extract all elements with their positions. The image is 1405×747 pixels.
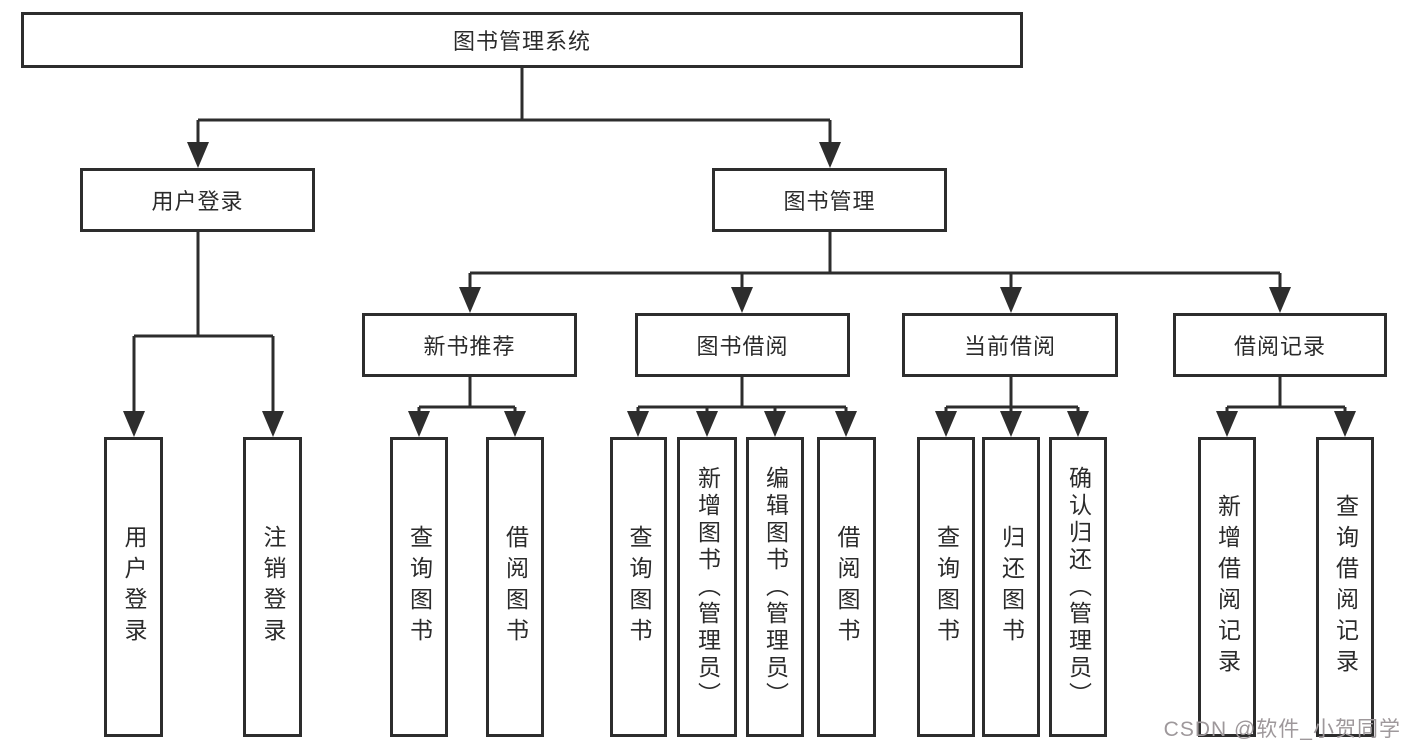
leaf-query-books-borrowing: 查询图书: [610, 437, 667, 737]
node-new-book-recommend-label: 新书推荐: [423, 334, 516, 359]
leaf-add-borrow-record: 新增借阅记录: [1198, 437, 1256, 737]
leaf-borrow-books: 借阅图书: [817, 437, 876, 737]
node-current-borrowing-label: 当前借阅: [963, 334, 1056, 359]
node-current-borrowing: 当前借阅: [902, 313, 1118, 377]
arrowhead: [1269, 287, 1291, 313]
node-root-label: 图书管理系统: [452, 29, 591, 54]
node-new-book-recommend: 新书推荐: [362, 313, 577, 377]
arrowhead: [1067, 411, 1089, 437]
leaf-confirm-return-admin: 确认归还（管理员）: [1049, 437, 1107, 737]
arrowhead: [408, 411, 430, 437]
arrowhead: [262, 411, 284, 437]
leaf-return-book: 归还图书: [982, 437, 1040, 737]
watermark: CSDN @软件_小贺同学: [1163, 718, 1401, 741]
leaf-edit-book-admin: 编辑图书（管理员）: [746, 437, 804, 737]
arrowhead: [731, 287, 753, 313]
leaf-add-book-admin: 新增图书（管理员）: [677, 437, 737, 737]
node-user-login-label: 用户登录: [151, 189, 244, 214]
leaf-logout-login: 注销登录: [243, 437, 302, 737]
node-root: 图书管理系统: [21, 12, 1023, 68]
leaf-borrow-books-recommend: 借阅图书: [486, 437, 544, 737]
leaf-query-books-recommend: 查询图书: [390, 437, 448, 737]
node-book-borrowing-label: 图书借阅: [696, 334, 789, 359]
node-borrowing-records: 借阅记录: [1173, 313, 1387, 377]
arrowhead: [1216, 411, 1238, 437]
node-book-management: 图书管理: [712, 168, 947, 232]
arrowhead: [764, 411, 786, 437]
arrowhead: [123, 411, 145, 437]
node-book-management-label: 图书管理: [783, 189, 876, 214]
arrowhead: [819, 142, 841, 168]
arrowhead: [935, 411, 957, 437]
arrowhead: [1334, 411, 1356, 437]
arrowhead: [459, 287, 481, 313]
arrowhead: [627, 411, 649, 437]
leaf-query-books-current: 查询图书: [917, 437, 975, 737]
arrowhead: [1000, 411, 1022, 437]
leaf-query-borrow-record: 查询借阅记录: [1316, 437, 1374, 737]
node-user-login: 用户登录: [80, 168, 315, 232]
arrowhead: [187, 142, 209, 168]
arrowhead: [835, 411, 857, 437]
node-book-borrowing: 图书借阅: [635, 313, 850, 377]
arrowhead: [504, 411, 526, 437]
arrowhead: [696, 411, 718, 437]
leaf-user-login: 用户登录: [104, 437, 163, 737]
arrowhead: [1000, 287, 1022, 313]
node-borrowing-records-label: 借阅记录: [1233, 334, 1326, 359]
